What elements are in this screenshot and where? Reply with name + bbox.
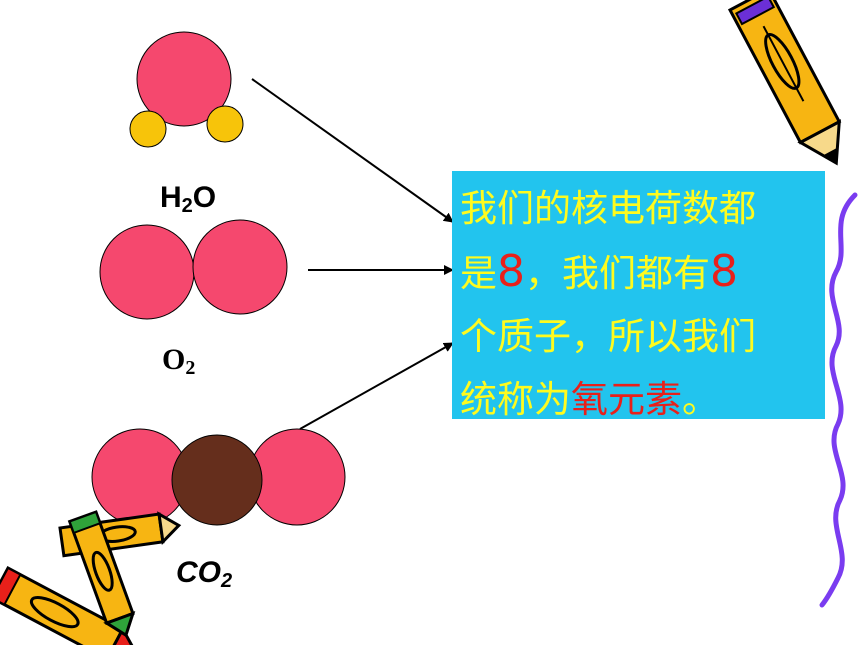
oxygen-atom <box>99 224 195 320</box>
arrow-icon <box>251 78 454 223</box>
h2o-formula-label: H2O <box>160 181 217 217</box>
hydrogen-atom <box>129 110 167 148</box>
crayon-bundle-icon <box>0 510 182 645</box>
pencil-icon <box>727 0 842 166</box>
oxygen-atom <box>136 31 232 127</box>
highlight-element-name: 氧元素 <box>571 378 682 421</box>
hydrogen-atom <box>206 105 244 143</box>
carbon-dioxide-molecule <box>91 428 346 526</box>
oxygen-atom <box>248 428 346 526</box>
arrow-icon <box>299 342 454 430</box>
o2-formula-label: O2 <box>162 343 196 379</box>
textbox-line: 个质子，所以我们 <box>460 315 756 358</box>
textbox-line: 是8，我们都有8 <box>460 246 738 297</box>
water-molecule <box>129 31 244 148</box>
wavy-line-decoration <box>819 192 858 608</box>
carbon-atom <box>171 434 263 526</box>
co2-formula-label: CO2 <box>176 556 233 592</box>
highlight-number: 8 <box>497 246 525 297</box>
explanation-textbox: 我们的核电荷数都 是8，我们都有8 个质子，所以我们 统称为氧元素。 <box>452 171 825 421</box>
textbox-line: 统称为氧元素。 <box>460 378 719 421</box>
oxygen-molecule <box>99 219 288 320</box>
textbox-line: 我们的核电荷数都 <box>460 187 756 230</box>
highlight-number: 8 <box>710 246 738 297</box>
oxygen-atom <box>192 219 288 315</box>
